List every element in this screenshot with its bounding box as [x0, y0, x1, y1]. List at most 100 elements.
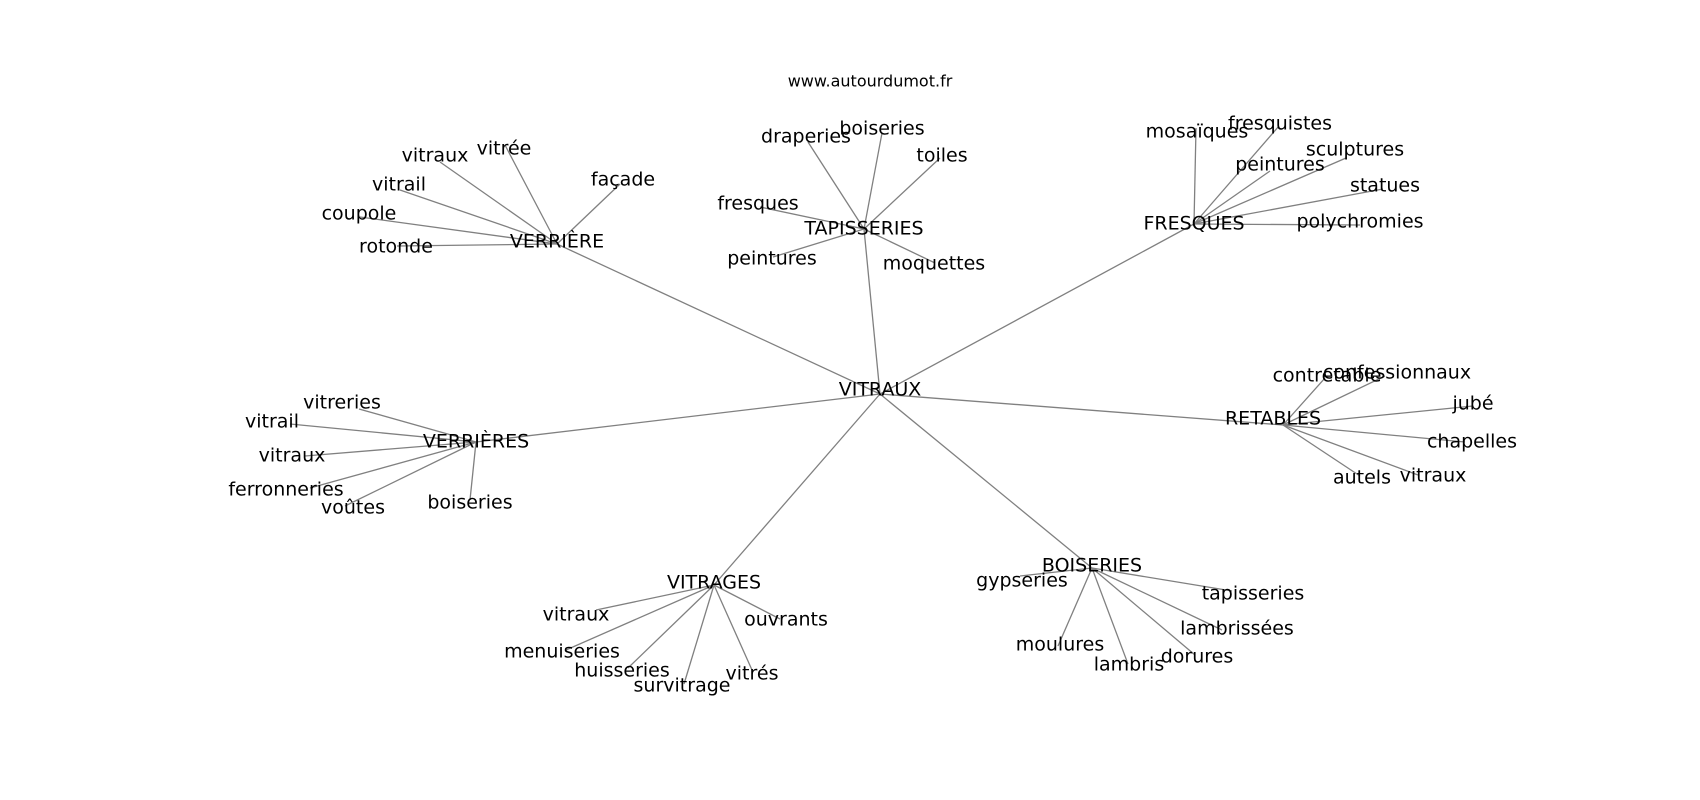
edge-hub-to-leaf — [469, 441, 477, 501]
edge-center-to-hub — [713, 393, 881, 586]
leaf-node-label: vitraux — [402, 145, 469, 167]
hub-node-label: BOISERIES — [1042, 555, 1142, 577]
edge-hub-to-leaf — [1282, 375, 1386, 426]
edge-hub-to-leaf — [565, 584, 715, 651]
leaf-node-label: contretable — [1273, 365, 1382, 387]
center-node-label: VITRAUX — [839, 379, 922, 401]
leaf-node-label: vitreries — [303, 392, 381, 414]
edge-hub-to-leaf — [396, 243, 558, 247]
leaf-node-label: statues — [1350, 175, 1420, 197]
leaf-node-label: fresques — [717, 193, 798, 215]
leaf-node-label: moulures — [1016, 634, 1104, 656]
edge-center-to-hub — [863, 228, 881, 395]
leaf-node-label: tapisseries — [1202, 583, 1305, 605]
leaf-node-label: fresquistes — [1228, 113, 1332, 135]
leaf-node-label: vitraux — [543, 604, 610, 626]
edge-center-to-hub — [879, 393, 1284, 426]
edge-hub-to-leaf — [1282, 424, 1419, 476]
edge-hub-to-leaf — [1193, 223, 1361, 226]
leaf-node-label: vitrés — [726, 663, 779, 685]
edge-hub-to-leaf — [863, 228, 936, 264]
leaf-node-label: jubé — [1451, 393, 1493, 415]
edge-center-to-hub — [879, 393, 1093, 569]
edge-hub-to-leaf — [863, 157, 941, 230]
leaf-node-label: lambrissées — [1180, 618, 1294, 640]
edge-hub-to-leaf — [627, 584, 715, 669]
source-watermark: www.autourdumot.fr — [788, 72, 953, 91]
edge-center-to-hub — [556, 243, 881, 395]
leaf-node-label: façade — [591, 169, 655, 191]
labels: www.autourdumot.fr VITRAUXVERRIÈREvitrau… — [228, 72, 1517, 697]
edge-hub-to-leaf — [807, 141, 865, 230]
edge-hub-to-leaf — [1193, 125, 1280, 225]
edge-hub-to-leaf — [1282, 424, 1361, 477]
edge-hub-to-leaf — [1057, 567, 1093, 647]
leaf-node-label: menuiseries — [504, 641, 620, 663]
leaf-node-label: vitrail — [372, 174, 426, 196]
leaf-node-label: sculptures — [1306, 139, 1404, 161]
edge-hub-to-leaf — [1282, 424, 1466, 443]
edge-hub-to-leaf — [863, 132, 883, 230]
edge-hub-to-leaf — [1091, 567, 1129, 665]
leaf-node-label: gypseries — [976, 570, 1068, 592]
leaf-node-label: toiles — [916, 145, 967, 167]
edge-hub-to-leaf — [595, 584, 715, 611]
edge-hub-to-leaf — [683, 584, 715, 685]
edge-hub-to-leaf — [1193, 170, 1271, 225]
edge-hub-to-leaf — [399, 189, 558, 245]
edge-hub-to-leaf — [1193, 127, 1197, 225]
leaf-node-label: coupole — [322, 203, 397, 225]
leaf-node-label: confessionnaux — [1323, 362, 1471, 384]
leaf-node-label: ouvrants — [744, 609, 828, 631]
leaf-node-label: boiseries — [839, 118, 924, 140]
leaf-node-label: peintures — [1235, 154, 1325, 176]
hub-node-label: RETABLES — [1225, 408, 1321, 430]
edges — [289, 125, 1474, 685]
edge-hub-to-leaf — [1282, 405, 1474, 426]
edge-hub-to-leaf — [289, 423, 477, 443]
leaf-node-label: vitraux — [1400, 465, 1467, 487]
edge-hub-to-leaf — [772, 228, 865, 258]
leaf-node-label: polychromies — [1296, 211, 1423, 233]
hub-node-label: TAPISSERIES — [803, 218, 923, 240]
leaf-node-label: mosaïques — [1146, 121, 1249, 143]
hub-node-label: VITRAGES — [667, 572, 761, 594]
leaf-node-label: voûtes — [321, 497, 385, 519]
edge-hub-to-leaf — [713, 584, 781, 620]
edge-hub-to-leaf — [1091, 567, 1196, 656]
leaf-node-label: vitraux — [259, 445, 326, 467]
leaf-node-label: boiseries — [427, 492, 512, 514]
hub-node-label: FRESQUES — [1143, 213, 1244, 235]
leaf-node-label: lambris — [1094, 654, 1164, 676]
leaf-node-label: ferronneries — [228, 479, 343, 501]
edge-hub-to-leaf — [304, 441, 477, 457]
leaf-node-label: huisseries — [574, 660, 670, 682]
edge-hub-to-leaf — [439, 161, 558, 245]
edge-hub-to-leaf — [1091, 567, 1223, 631]
leaf-node-label: survitrage — [634, 675, 731, 697]
edge-hub-to-leaf — [344, 441, 477, 507]
edge-hub-to-leaf — [504, 144, 558, 245]
leaf-node-label: vitrail — [245, 411, 299, 433]
leaf-node-label: draperies — [761, 126, 851, 148]
edge-hub-to-leaf — [309, 441, 477, 489]
edge-hub-to-leaf — [359, 216, 558, 245]
edge-center-to-hub — [879, 223, 1195, 395]
leaf-node-label: peintures — [727, 248, 817, 270]
leaf-node-label: rotonde — [359, 236, 433, 258]
leaf-node-label: dorures — [1161, 646, 1234, 668]
leaf-node-label: moquettes — [883, 253, 985, 275]
edge-hub-to-leaf — [556, 183, 621, 245]
leaf-node-label: chapelles — [1427, 431, 1517, 453]
leaf-node-label: vitrée — [477, 138, 532, 160]
leaf-node-label: autels — [1333, 467, 1391, 489]
edge-hub-to-leaf — [1193, 157, 1347, 225]
edge-hub-to-leaf — [759, 206, 865, 230]
edge-hub-to-leaf — [1091, 567, 1233, 592]
edge-hub-to-leaf — [713, 584, 753, 671]
edge-hub-to-leaf — [1193, 188, 1384, 225]
edge-hub-to-leaf — [358, 408, 477, 443]
edge-hub-to-leaf — [1282, 377, 1326, 426]
edge-center-to-hub — [475, 393, 881, 443]
